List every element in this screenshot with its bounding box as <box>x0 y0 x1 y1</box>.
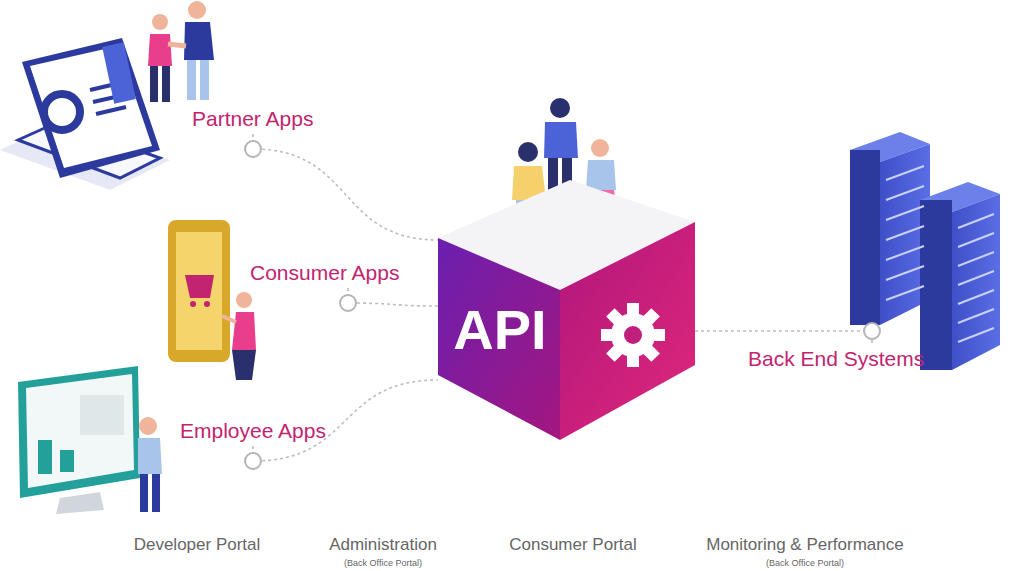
server-slot <box>958 233 994 247</box>
node-label: Employee Apps <box>178 418 328 444</box>
server-slot <box>958 214 994 228</box>
connector-dot <box>864 323 880 339</box>
portal-subtitle: (Back Office Portal) <box>766 558 844 569</box>
server-slot <box>886 166 924 180</box>
server-slot <box>886 206 924 220</box>
api-cube: API <box>438 180 695 440</box>
node-label: Consumer Apps <box>248 260 401 286</box>
portal-subtitle: (Back Office Portal) <box>344 558 422 569</box>
backend-label: Back End Systems <box>746 346 926 372</box>
app-label: Consumer Apps <box>248 260 401 286</box>
server-slot <box>886 186 924 200</box>
portal-label: Administration <box>329 535 437 555</box>
dashed-connector <box>253 134 438 240</box>
connector-dot <box>245 141 261 157</box>
desktop-monitor <box>18 366 162 514</box>
portal-label: Developer Portal <box>134 535 261 555</box>
server-slot <box>958 271 994 285</box>
partner-people <box>148 1 214 102</box>
server-slot <box>958 252 994 266</box>
server-slot <box>958 290 994 304</box>
server-slot <box>886 286 924 300</box>
connector-dot <box>340 295 356 311</box>
api-title: API <box>453 300 546 360</box>
node-label: Partner Apps <box>190 106 315 132</box>
server-slot <box>958 328 994 342</box>
server-slot <box>886 226 924 240</box>
server-slot <box>958 309 994 323</box>
app-label: Employee Apps <box>178 418 328 444</box>
phone <box>168 220 256 380</box>
dashed-connector <box>348 288 438 306</box>
node-label: Back End Systems <box>746 346 926 372</box>
dashed-connector <box>695 331 872 344</box>
app-label: Partner Apps <box>190 106 315 132</box>
server-racks <box>850 132 1000 370</box>
server-slot <box>886 266 924 280</box>
portal-label: Monitoring & Performance <box>706 535 903 555</box>
portal-label: Consumer Portal <box>509 535 637 555</box>
laptop <box>0 38 170 190</box>
connector-dot <box>245 453 261 469</box>
server-slot <box>886 246 924 260</box>
